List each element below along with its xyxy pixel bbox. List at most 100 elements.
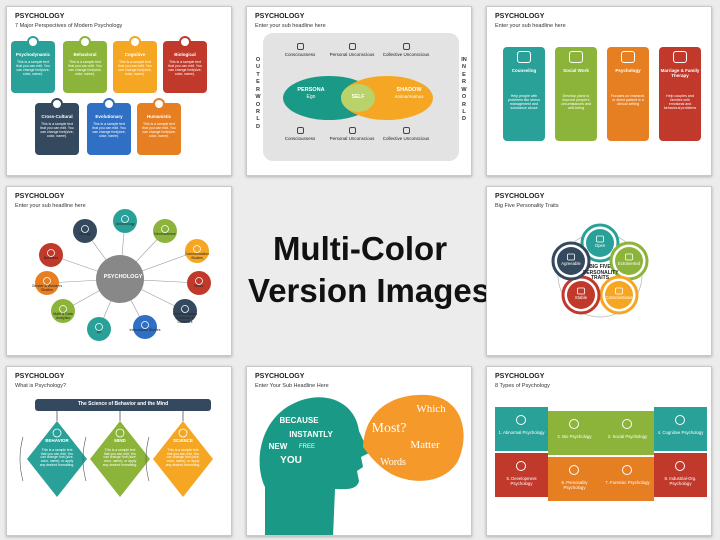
science-banner-text: The Science of Behavior and the Mind — [77, 401, 169, 407]
hub-node — [39, 243, 63, 267]
hub-node-icon — [43, 277, 51, 285]
perspective-label: Cognitive — [124, 52, 146, 57]
diamond-text: This is a sample text that you can edit.… — [165, 448, 201, 467]
slide-thumbnail-4[interactable]: PSYCHOLOGY Enter your sub headline here … — [6, 186, 232, 356]
hub-node — [153, 219, 177, 243]
diamond-icon — [178, 428, 188, 438]
inner-world-label: INNER WORLD — [461, 57, 467, 123]
perspective-text: This is a sample text that you can edit.… — [168, 60, 202, 76]
venn-diagram — [283, 76, 433, 120]
what-is-diagram — [19, 411, 213, 497]
hub-node-icon — [161, 225, 169, 233]
persona-label: PERSONA — [297, 87, 325, 93]
hub-node-icon — [47, 249, 55, 257]
layer-label-bottom: Collective Unconscious — [382, 136, 430, 141]
perspective-icon — [129, 36, 141, 48]
perspective-label: Humanistic — [146, 114, 172, 119]
bubble-word-2: Most? — [371, 421, 407, 436]
diamond-text: This is a sample text that you can edit.… — [102, 448, 138, 467]
slide-title: PSYCHOLOGY — [255, 13, 305, 20]
type-label: 2. Bio Psychology — [557, 434, 592, 439]
ego-label: Ego — [306, 94, 316, 100]
hub-node-label: Communication Studies — [184, 252, 210, 260]
hub-node — [113, 209, 137, 233]
career-label: Psychology — [615, 68, 641, 73]
slide-title: PSYCHOLOGY — [15, 373, 65, 380]
hub-center-label: PSYCHOLOGY — [103, 274, 143, 280]
slide-thumbnail-8[interactable]: PSYCHOLOGY 8 Types of Psychology 1. Abno… — [486, 366, 712, 536]
career-icon — [621, 51, 635, 63]
hub-node — [73, 219, 97, 243]
bubble-word-4: Words — [380, 457, 406, 468]
type-cell: 5. Development Psychology — [495, 453, 548, 497]
diamond-arc — [19, 436, 24, 482]
mind-icon — [403, 43, 410, 50]
hub-node-label: Gender & Women's Studies — [31, 284, 63, 292]
perspective-text: This is a sample text that you can edit.… — [68, 60, 102, 76]
slide-thumbnail-7[interactable]: PSYCHOLOGY Enter Your Sub Headline Here … — [246, 366, 472, 536]
perspective-icon — [153, 98, 165, 110]
type-icon — [622, 419, 632, 429]
trait-label: Conscientious — [605, 295, 633, 300]
career-label: Counseling — [511, 68, 537, 73]
shadow-label: SHADOW — [396, 87, 422, 93]
perspective-text: This is a sample text that you can edit.… — [92, 122, 126, 138]
trait-label: Agreeable — [561, 261, 581, 266]
mind-icon — [403, 127, 410, 134]
center-heading-line2: Version Images — [248, 272, 491, 310]
slide-thumbnail-6[interactable]: PSYCHOLOGY What is Psychology? The Scien… — [6, 366, 232, 536]
diamond-shape — [90, 421, 150, 497]
shadow-sub-label: Anima/Animus — [394, 94, 424, 99]
head-word-1: BECAUSE — [279, 416, 319, 425]
perspective-label: Cross-Cultural — [41, 114, 73, 119]
slide-title: PSYCHOLOGY — [495, 13, 545, 20]
diamond-label: BEHAVIOR — [45, 438, 69, 443]
hub-node-icon — [195, 277, 203, 285]
type-icon — [675, 461, 685, 471]
hub-node — [187, 271, 211, 295]
type-icon — [516, 461, 526, 471]
type-icon — [516, 415, 526, 425]
hub-node — [173, 299, 197, 323]
slide-thumbnail-3[interactable]: PSYCHOLOGY Enter your sub headline here … — [486, 6, 712, 176]
slide-subtitle: 7 Major Perspectives of Modern Psycholog… — [15, 23, 123, 29]
career-text: Develop plans to improve people's circum… — [561, 94, 591, 110]
perspective-text: This is a sample text that you can edit.… — [142, 122, 176, 138]
hub-node-icon — [95, 323, 103, 331]
trait-label: Stable — [574, 295, 588, 300]
type-cell: 8. Industrial-Org. Psychology — [654, 453, 707, 497]
slide-thumbnail-2[interactable]: PSYCHOLOGY Enter your sub headline here … — [246, 6, 472, 176]
slide-subtitle: What is Psychology? — [15, 383, 67, 389]
diamond-label: SCIENCE — [172, 438, 193, 443]
trait-icon — [596, 235, 604, 243]
layer-label-top: Consciousness — [284, 52, 316, 57]
trait-circle — [605, 281, 633, 309]
perspective-text: This is a sample text that you can edit.… — [118, 60, 152, 76]
type-cell: 2. Bio Psychology — [548, 411, 601, 455]
slide-thumbnail-1[interactable]: PSYCHOLOGY 7 Major Perspectives of Moder… — [6, 6, 232, 176]
career-label: Social Work — [563, 68, 589, 73]
trait-circle — [567, 281, 595, 309]
science-banner: The Science of Behavior and the Mind — [35, 399, 211, 411]
hub-node — [35, 271, 59, 295]
trait-label: Open — [594, 243, 606, 248]
hub-node-label: Music — [194, 284, 204, 288]
type-label: 1. Abnormal Psychology — [498, 430, 545, 435]
center-heading: Multi-Color Version Images — [248, 228, 491, 312]
diamond-arc — [145, 436, 150, 482]
big-five-center-label: BIG FIVE PERSONALITY TRAITS — [583, 264, 619, 281]
diamond-shape — [27, 421, 87, 497]
hub-node-label: Math & Data Analytics — [53, 312, 73, 320]
slide-thumbnail-5[interactable]: PSYCHOLOGY Big Five Personality Traits B… — [486, 186, 712, 356]
career-text: Help couples and families with emotional… — [663, 94, 697, 110]
perspective-text: This is a sample text that you can edit.… — [40, 122, 74, 138]
type-icon — [569, 419, 579, 429]
speech-bubble — [363, 394, 464, 481]
